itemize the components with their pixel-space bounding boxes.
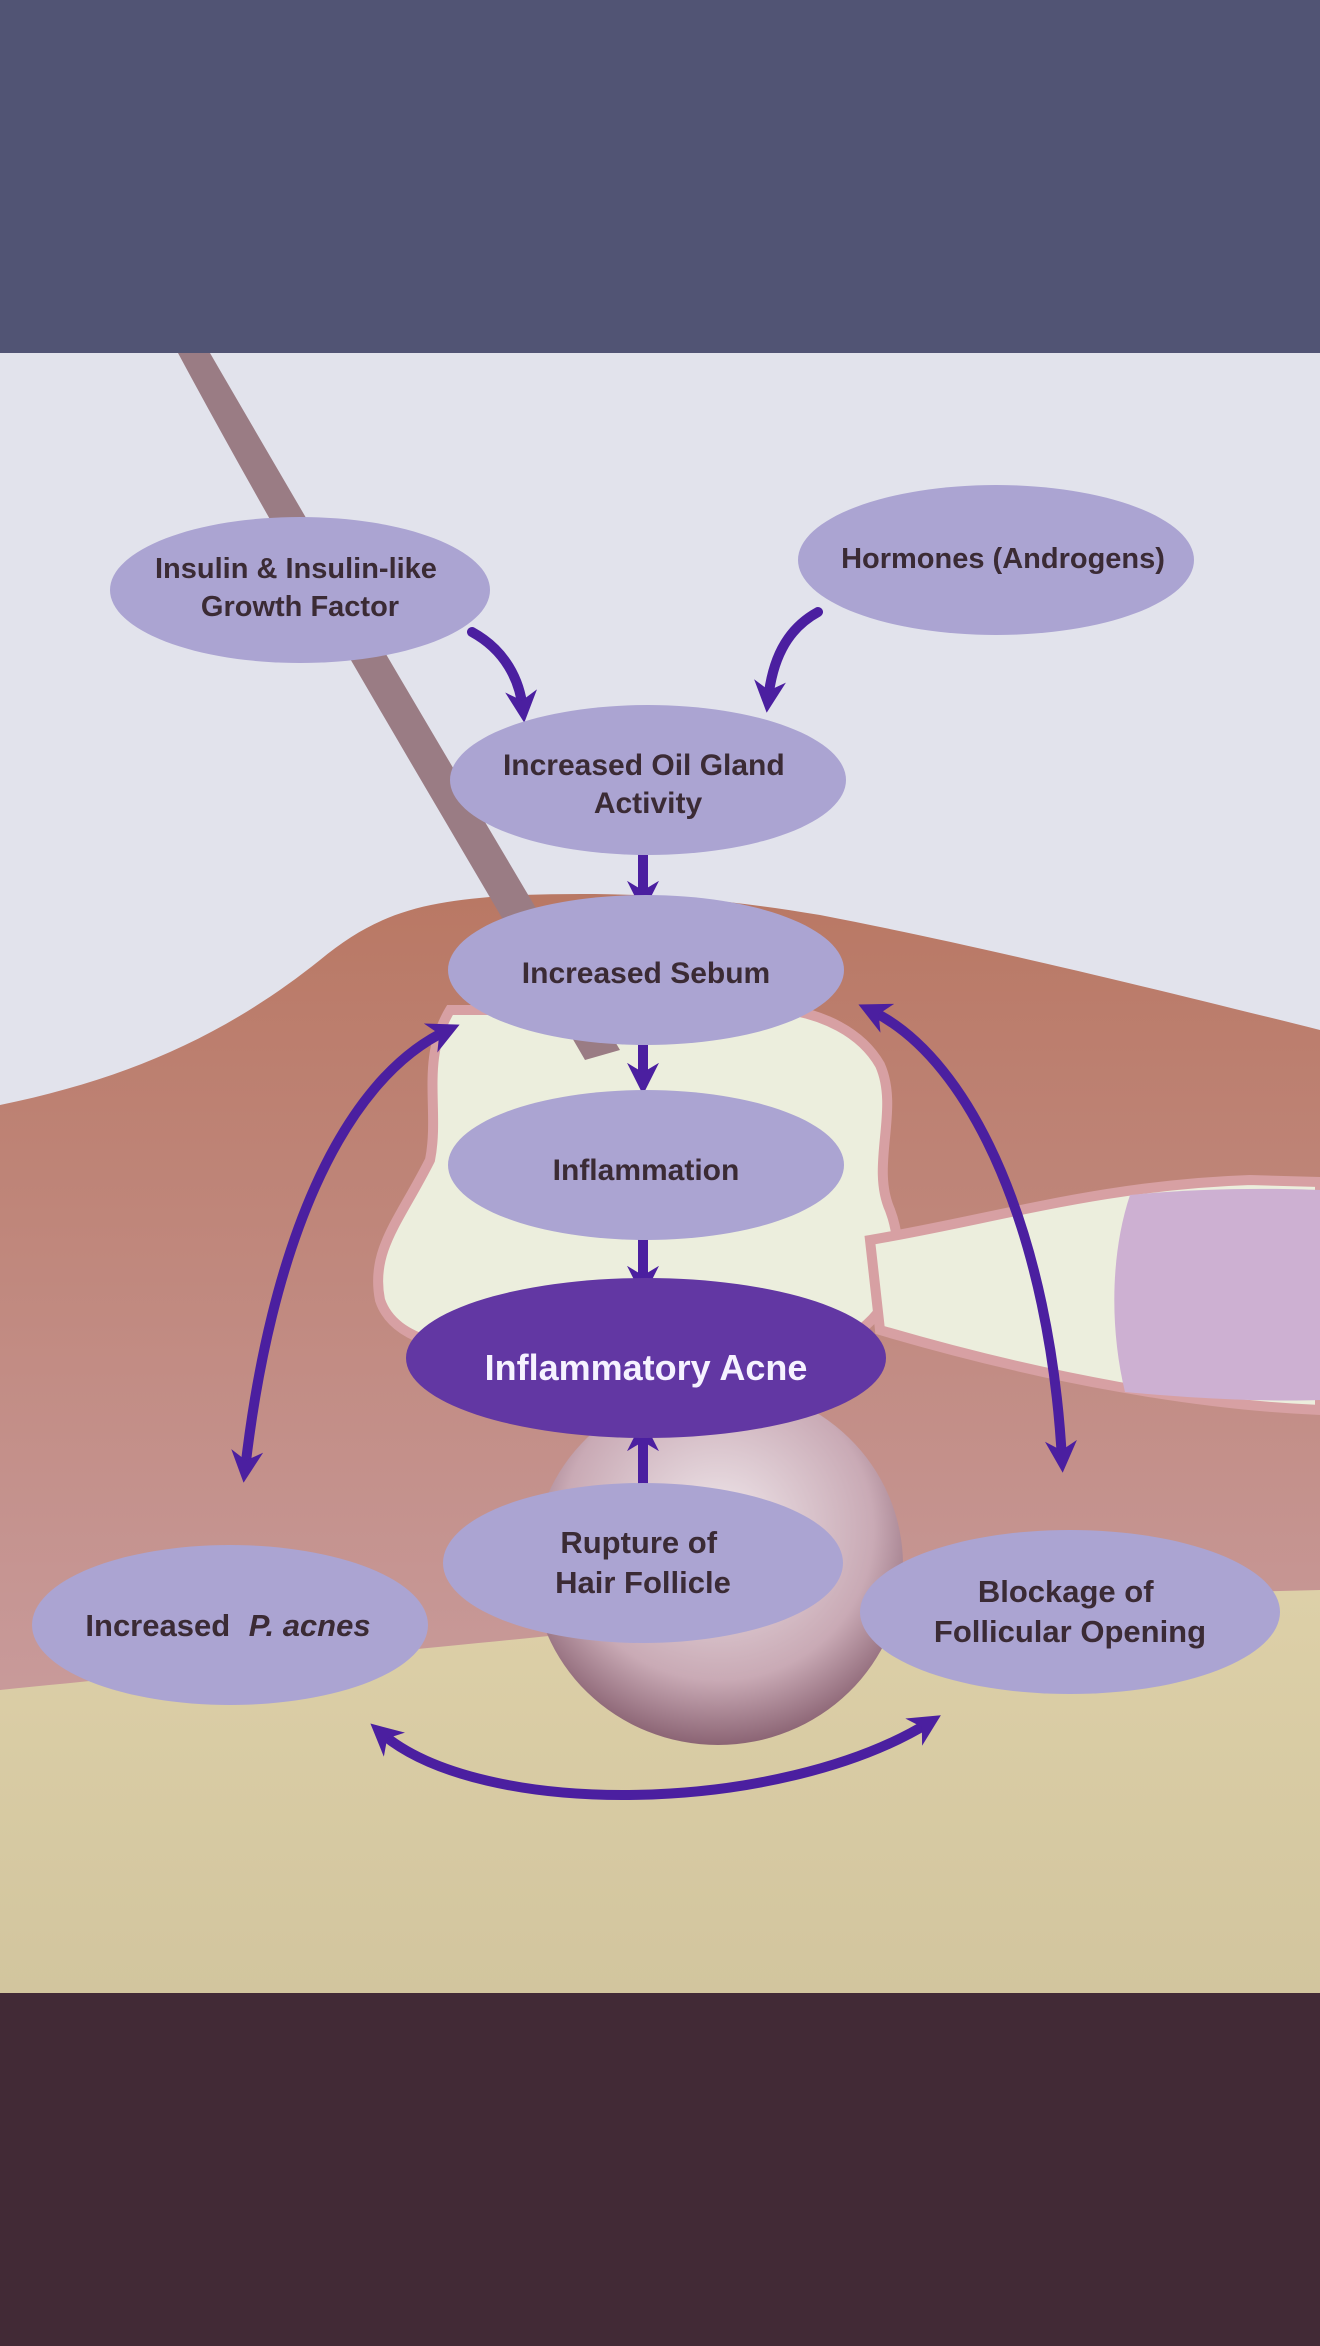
node-p-acnes-italic: P. acnes: [249, 1608, 371, 1643]
node-rupture-line1: Rupture of: [560, 1525, 717, 1560]
top-band: [0, 0, 1320, 353]
node-blockage-line1: Blockage of: [978, 1574, 1154, 1609]
arrow-pacnes-blockage: [370, 1715, 941, 1800]
node-inflammation-line1: Inflammation: [553, 1154, 740, 1187]
arrow-hormones-to-oil: [754, 607, 823, 713]
arrow-sebum-pacnes: [231, 1023, 460, 1483]
node-rupture-line2: Hair Follicle: [555, 1565, 731, 1600]
node-oil-gland-line1: Increased Oil Gland: [503, 749, 785, 782]
node-oil-gland-line2: Activity: [594, 787, 703, 820]
oil-gland: [1114, 1188, 1320, 1401]
svg-text:Inflammatory Acne: Inflammatory Acne: [485, 1347, 808, 1388]
node-p-acnes: Increased P. acnes: [32, 1545, 428, 1705]
svg-text:Inflammation: Inflammation: [553, 1154, 740, 1187]
svg-text:Blockage of Follicular O: Blockage of Follicular Opening: [934, 1574, 1206, 1649]
svg-text:Insulin & Insulin-like G: Insulin & Insulin-like Growth Factor: [155, 553, 445, 623]
svg-text:Increased Sebum: Increased Sebum: [522, 957, 770, 990]
node-rupture: Rupture of Hair Follicle: [443, 1483, 843, 1643]
svg-text:Increased Oil Gland Acti: Increased Oil Gland Activity: [503, 749, 793, 820]
arrow-insulin-to-oil: [467, 627, 538, 723]
svg-text:Increased P. acnes: Increased P. acnes: [85, 1608, 370, 1643]
node-blockage: Blockage of Follicular Opening: [860, 1530, 1280, 1694]
node-insulin-line2: Growth Factor: [201, 591, 399, 623]
node-hormones: Hormones (Androgens): [798, 485, 1194, 635]
svg-text:Rupture of Hair Follicle: Rupture of Hair Follicle: [555, 1525, 731, 1600]
bottom-band: [0, 1993, 1320, 2346]
node-insulin-line1: Insulin & Insulin-like: [155, 553, 437, 585]
node-hormones-line1: Hormones (Androgens): [841, 543, 1165, 575]
node-inflammation: Inflammation: [448, 1090, 844, 1240]
node-sebum-line1: Increased Sebum: [522, 957, 770, 990]
node-inflammatory-acne: Inflammatory Acne: [406, 1278, 886, 1438]
node-oil-gland-activity: Increased Oil Gland Activity: [450, 705, 846, 855]
svg-text:Hormones (Androgens): Hormones (Androgens): [841, 543, 1165, 575]
node-acne-line1: Inflammatory Acne: [485, 1347, 808, 1388]
node-p-acnes-prefix: Increased: [85, 1608, 230, 1643]
node-blockage-line2: Follicular Opening: [934, 1614, 1206, 1649]
node-increased-sebum: Increased Sebum: [448, 895, 844, 1045]
arrow-sebum-blockage: [858, 1003, 1077, 1473]
node-insulin: Insulin & Insulin-like Growth Factor: [110, 517, 490, 663]
